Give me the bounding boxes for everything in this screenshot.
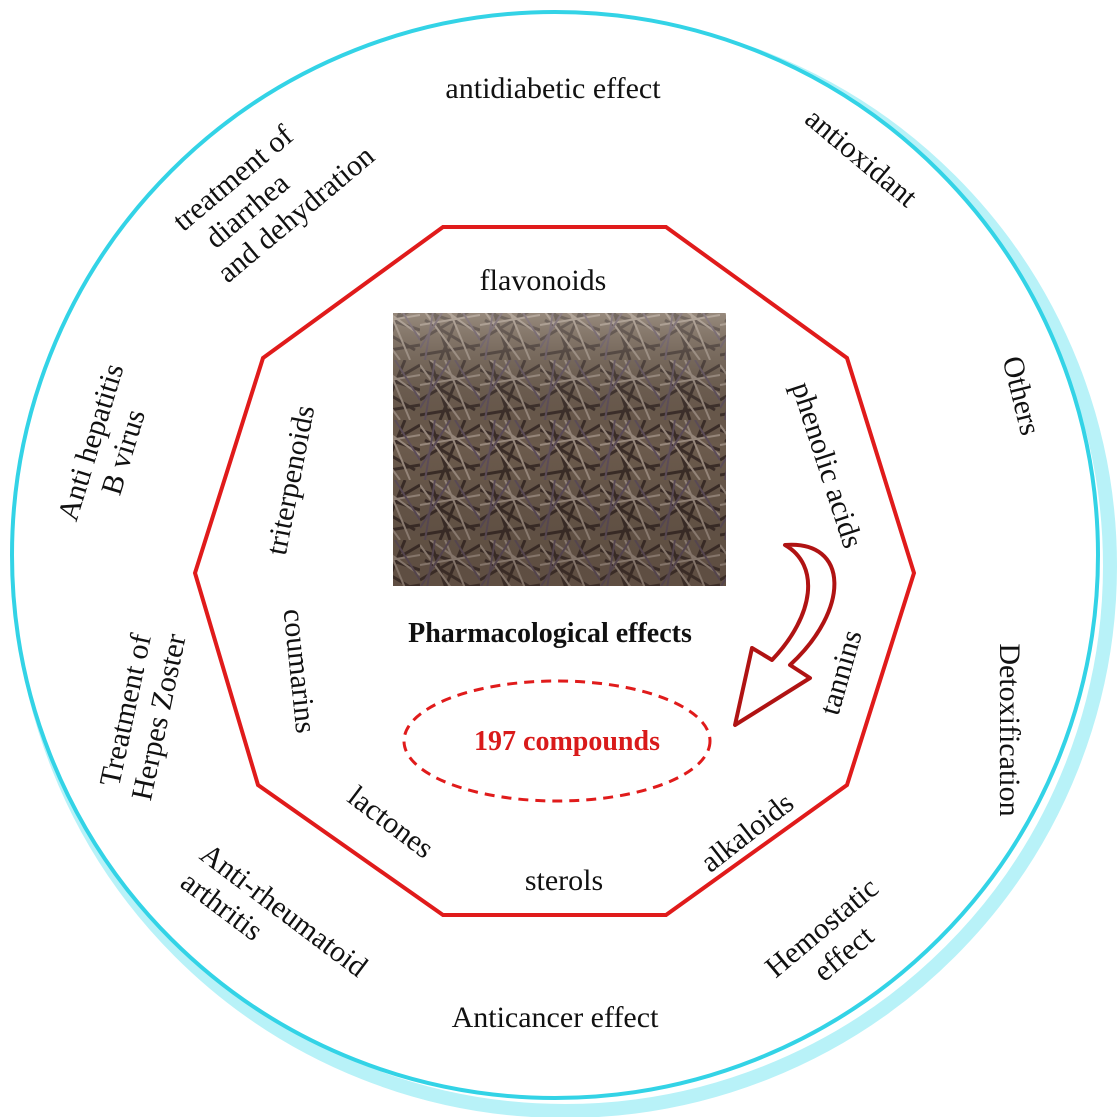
effect-antidiabetic: antidiabetic effect (445, 72, 661, 105)
effect-anticancer: Anticancer effect (452, 1001, 659, 1034)
class-sterols: sterols (525, 864, 603, 897)
center-title: Pharmacological effects (408, 618, 692, 649)
dried-herb-photo (393, 313, 726, 586)
compound-count: 197 compounds (474, 726, 660, 757)
compound-polygon (192, 225, 917, 917)
curved-arrow-icon (733, 542, 837, 727)
class-flavonoids: flavonoids (480, 264, 607, 297)
compounds-ellipse (402, 679, 712, 803)
effect-detoxification: Detoxification (993, 643, 1026, 816)
